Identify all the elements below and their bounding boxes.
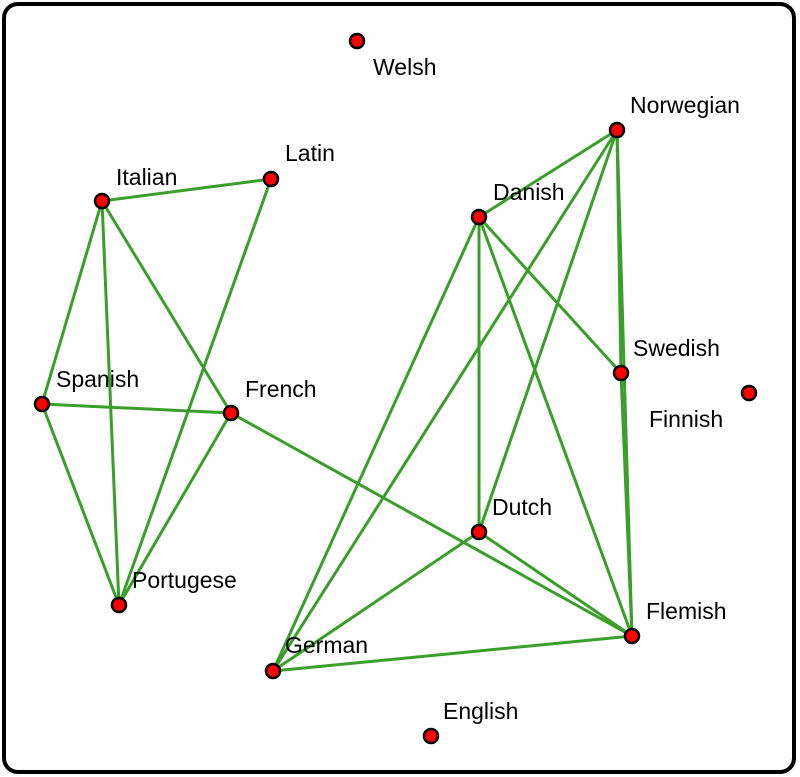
node-label-english: English	[443, 698, 518, 724]
node-label-swedish: Swedish	[633, 335, 720, 361]
node-latin	[262, 170, 280, 188]
edge-french-portugese	[117, 411, 233, 607]
edge-danish-german	[271, 215, 481, 673]
edge-danish-flemish	[477, 215, 634, 638]
node-label-welsh: Welsh	[373, 54, 437, 80]
edge-swedish-flemish	[619, 371, 634, 638]
edge-italian-portugese	[100, 199, 121, 607]
node-english	[422, 727, 440, 745]
node-layer	[33, 32, 758, 745]
node-german	[264, 662, 282, 680]
edge-norwegian-dutch	[477, 128, 619, 534]
edge-italian-french	[100, 199, 233, 415]
edge-spanish-portugese	[40, 402, 121, 607]
edge-italian-spanish	[40, 199, 104, 406]
edge-danish-swedish	[477, 215, 623, 375]
node-label-german: German	[285, 632, 368, 658]
edge-latin-portugese	[117, 177, 273, 607]
label-layer: WelshNorwegianLatinItalianDanishSwedishS…	[56, 54, 740, 724]
node-french	[222, 404, 240, 422]
node-italian	[93, 192, 111, 210]
node-label-latin: Latin	[285, 140, 335, 166]
node-danish	[470, 208, 488, 226]
node-label-danish: Danish	[493, 179, 565, 205]
edge-layer	[40, 128, 634, 673]
node-label-finnish: Finnish	[649, 406, 723, 432]
node-portugese	[110, 596, 128, 614]
node-spanish	[33, 395, 51, 413]
node-label-italian: Italian	[116, 164, 177, 190]
node-flemish	[623, 627, 641, 645]
node-label-french: French	[245, 376, 317, 402]
node-norwegian	[608, 121, 626, 139]
node-finnish	[740, 384, 758, 402]
edge-norwegian-german	[271, 128, 619, 673]
edge-german-flemish	[271, 634, 634, 673]
node-label-norwegian: Norwegian	[630, 92, 740, 118]
node-label-spanish: Spanish	[56, 366, 139, 392]
edge-norwegian-danish	[477, 128, 619, 219]
edge-spanish-french	[40, 402, 233, 415]
node-swedish	[612, 364, 630, 382]
node-label-portugese: Portugese	[132, 567, 237, 593]
node-label-flemish: Flemish	[646, 598, 727, 624]
edge-french-flemish	[229, 411, 634, 638]
edge-italian-latin	[100, 177, 273, 203]
node-welsh	[348, 32, 366, 50]
edge-dutch-flemish	[477, 530, 634, 638]
node-dutch	[470, 523, 488, 541]
node-label-dutch: Dutch	[492, 494, 552, 520]
edge-dutch-german	[271, 530, 481, 673]
